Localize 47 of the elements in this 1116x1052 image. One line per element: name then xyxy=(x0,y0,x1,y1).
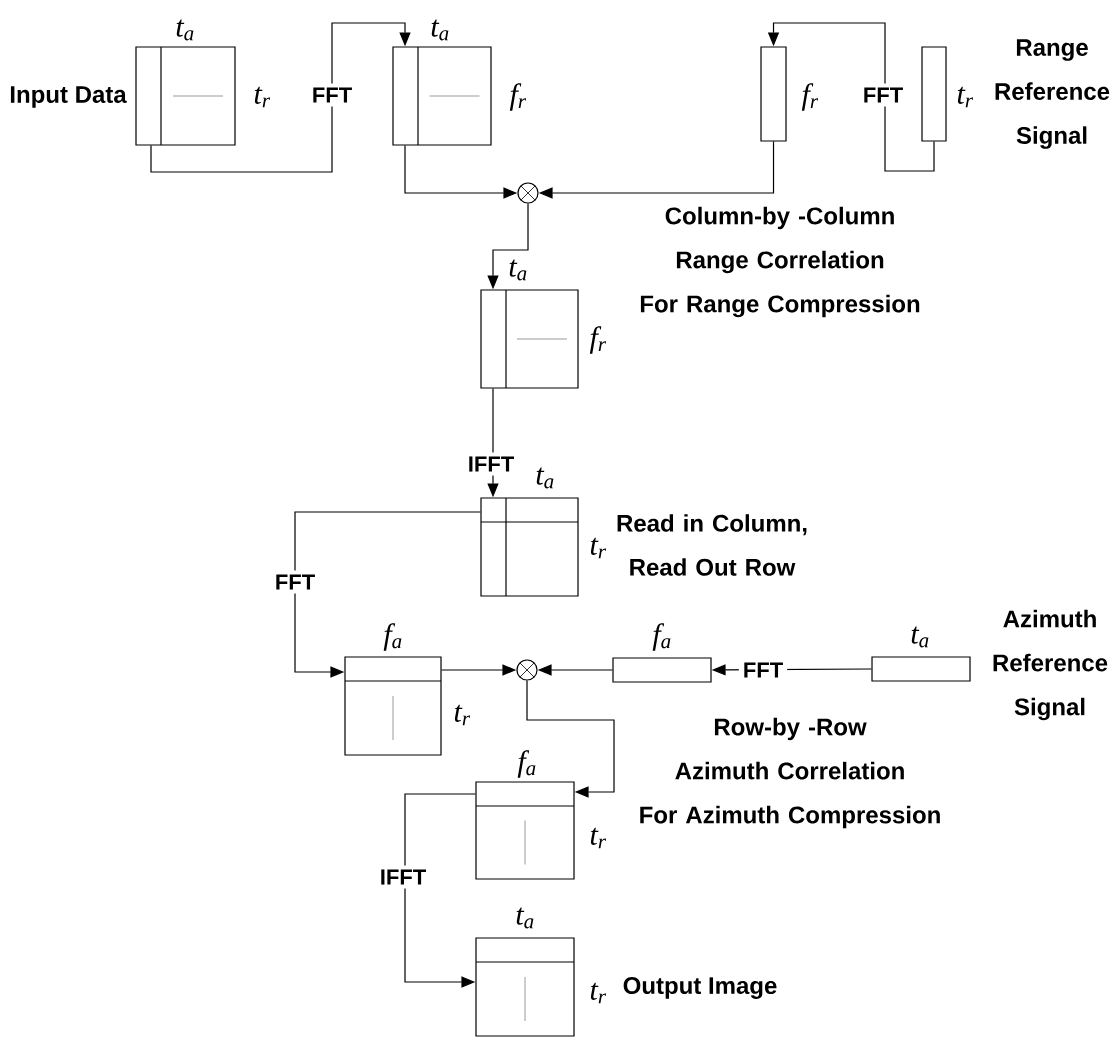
axis-label: f$_{a}$ xyxy=(652,623,671,651)
edge-label: IFFT xyxy=(463,452,519,476)
axis-label: f$_{r}$ xyxy=(801,83,819,111)
axis-label: t$_{a}$ xyxy=(176,19,194,41)
axis-label: f$_{a}$ xyxy=(383,623,402,651)
axis-label: f$_{r}$ xyxy=(509,83,527,111)
data-matrix xyxy=(475,781,575,880)
axis-label: t$_{a}$ xyxy=(911,626,929,648)
multiplier-symbol xyxy=(516,659,538,681)
axis-label: t$_{r}$ xyxy=(957,86,974,108)
edge-label: FFT xyxy=(270,570,320,594)
axis-label: t$_{r}$ xyxy=(454,704,471,726)
data-matrix xyxy=(475,937,575,1037)
axis-label: t$_{r}$ xyxy=(590,982,607,1004)
arrow xyxy=(404,793,476,988)
axis-label: t$_{a}$ xyxy=(516,907,534,929)
data-matrix xyxy=(135,46,236,146)
step-label: Azimuth Reference Signal xyxy=(993,609,1108,721)
data-matrix xyxy=(480,289,579,389)
signal-bar xyxy=(760,46,787,142)
data-matrix xyxy=(392,46,492,146)
data-matrix xyxy=(480,497,579,597)
arrow xyxy=(294,511,481,678)
arrow xyxy=(150,22,411,173)
signal-bar xyxy=(612,657,712,683)
axis-label: t$_{a}$ xyxy=(536,467,554,489)
multiplier-symbol xyxy=(517,182,539,204)
axis-label: f$_{r}$ xyxy=(589,326,607,354)
arrow xyxy=(526,680,615,798)
step-label: Range Reference Signal xyxy=(995,39,1110,149)
edge-label: FFT xyxy=(307,83,357,107)
edge-label: FFT xyxy=(858,83,908,107)
axis-label: t$_{a}$ xyxy=(431,19,449,41)
axis-label: t$_{r}$ xyxy=(590,537,607,559)
axis-label: t$_{a}$ xyxy=(509,259,527,281)
axis-label: t$_{r}$ xyxy=(590,827,607,849)
axis-label: f$_{a}$ xyxy=(517,750,536,778)
edge-label: FFT xyxy=(738,658,788,682)
step-label: Column-by -Column Range Correlation For Range Compression xyxy=(640,206,920,318)
signal-bar xyxy=(871,656,971,682)
step-label: Output Image xyxy=(623,977,777,999)
signal-bar xyxy=(921,46,947,142)
step-label: Row-by -Row Azimuth Correlation For Azimuth Compression xyxy=(640,717,940,829)
axis-label: t$_{r}$ xyxy=(254,86,271,108)
data-matrix xyxy=(344,656,442,756)
step-label: Read in Column, Read Out Row xyxy=(617,514,807,576)
edge-label: IFFT xyxy=(375,865,431,889)
